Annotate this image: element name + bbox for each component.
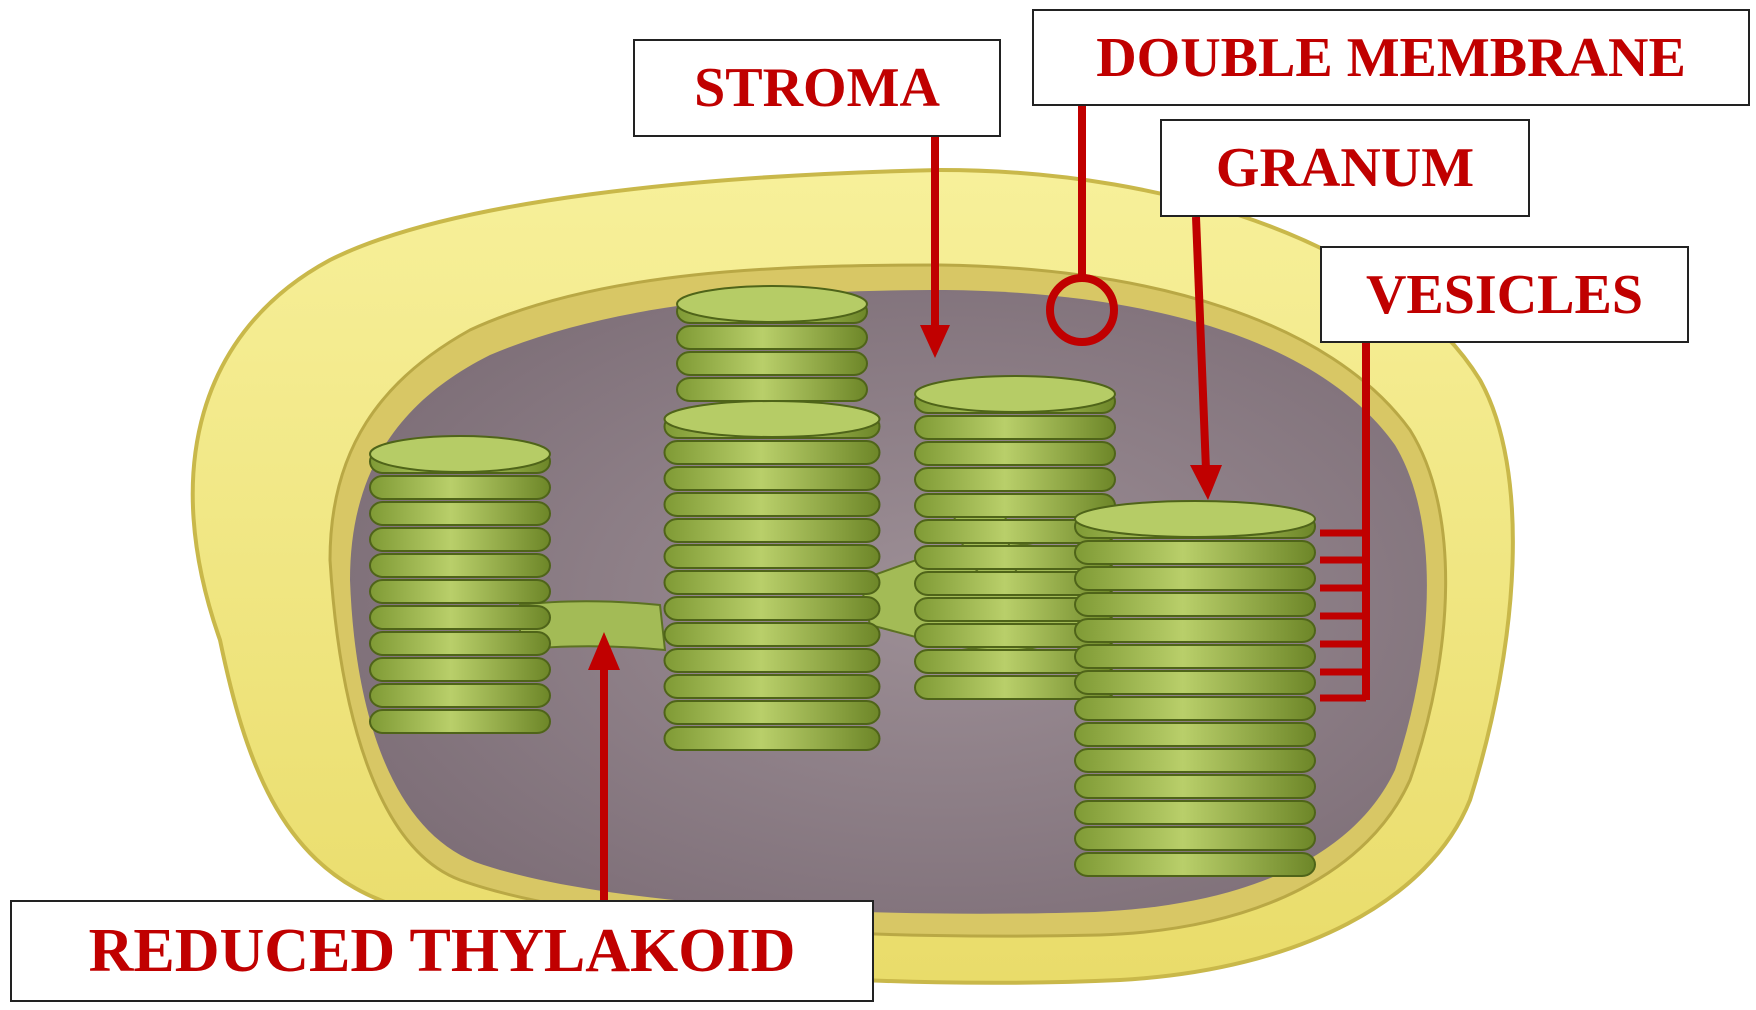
vesicles-label: VESICLES [1320, 246, 1689, 343]
thylakoid-disc [915, 468, 1115, 491]
thylakoid-disc [665, 701, 880, 724]
thylakoid-disc [1075, 593, 1315, 616]
thylakoid-disc [665, 623, 880, 646]
thylakoid-disc [370, 580, 550, 603]
granum-stack-back [677, 286, 867, 401]
granum-top-face [677, 286, 867, 322]
thylakoid-disc [370, 528, 550, 551]
granum-top-face [665, 401, 880, 437]
thylakoid-disc [1075, 541, 1315, 564]
thylakoid-disc [370, 476, 550, 499]
thylakoid-disc [677, 378, 867, 401]
thylakoid-disc [370, 606, 550, 629]
granum-label: GRANUM [1160, 119, 1530, 217]
thylakoid-disc [370, 684, 550, 707]
granum-stack-right [1075, 501, 1315, 876]
thylakoid-disc [915, 416, 1115, 439]
thylakoid-disc [677, 326, 867, 349]
granum-top-face [1075, 501, 1315, 537]
thylakoid-disc [1075, 775, 1315, 798]
thylakoid-disc [665, 519, 880, 542]
thylakoid-disc [370, 502, 550, 525]
granum-top-face [370, 436, 550, 472]
granum-stack-center [665, 401, 880, 750]
thylakoid-disc [1075, 827, 1315, 850]
thylakoid-disc [370, 554, 550, 577]
reduced-thylakoid-label: REDUCED THYLAKOID [10, 900, 874, 1002]
thylakoid-disc [1075, 749, 1315, 772]
thylakoid-disc [1075, 697, 1315, 720]
thylakoid-disc [1075, 853, 1315, 876]
stroma-label: STROMA [633, 39, 1001, 137]
thylakoid-disc [665, 545, 880, 568]
thylakoid-disc [665, 727, 880, 750]
thylakoid-disc [370, 658, 550, 681]
thylakoid-disc [1075, 567, 1315, 590]
thylakoid-disc [665, 493, 880, 516]
thylakoid-disc [1075, 645, 1315, 668]
thylakoid-disc [665, 597, 880, 620]
thylakoid-disc [665, 467, 880, 490]
thylakoid-disc [665, 675, 880, 698]
thylakoid-disc [1075, 801, 1315, 824]
thylakoid-disc [1075, 619, 1315, 642]
thylakoid-disc [665, 649, 880, 672]
thylakoid-disc [915, 442, 1115, 465]
double-membrane-label: DOUBLE MEMBRANE [1032, 9, 1750, 106]
thylakoid-disc [665, 571, 880, 594]
granum-top-face [915, 376, 1115, 412]
thylakoid-disc [370, 710, 550, 733]
thylakoid-disc [370, 632, 550, 655]
thylakoid-disc [677, 352, 867, 375]
thylakoid-disc [1075, 671, 1315, 694]
thylakoid-disc [1075, 723, 1315, 746]
thylakoid-disc [665, 441, 880, 464]
granum-stack-left [370, 436, 550, 733]
